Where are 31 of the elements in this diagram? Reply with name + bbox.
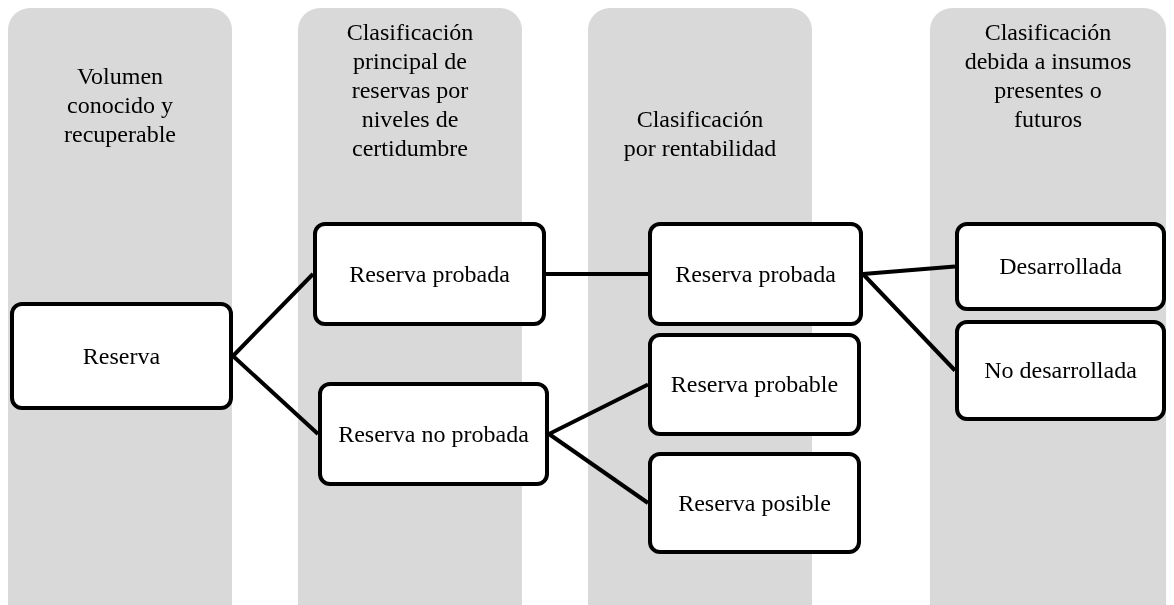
connector-line [546,272,648,276]
box-label: Reserva probada [349,259,510,289]
column-heading: Volumen conocido y recuperable [63,62,177,149]
process-box [313,222,546,326]
column-band [930,8,1166,208]
connector-line [548,382,649,436]
box-label: Reserva posible [678,488,831,518]
process-box [10,302,233,410]
box-label: Reserva [82,341,161,371]
box-label: Desarrollada [999,252,1122,281]
connector-line [862,264,956,276]
connector-line [547,432,650,505]
box-label: Reserva probada [675,259,836,289]
process-box [955,320,1166,421]
connector-line [231,272,315,358]
box-label: Reserva probable [670,370,839,399]
process-box [955,222,1166,311]
column-band [298,8,522,208]
process-box [648,222,863,326]
connector-line [231,354,320,436]
process-box [648,333,861,436]
box-label: Reserva no probada [338,419,529,449]
column-band [588,8,812,208]
column-heading: Clasificación debida a insumos presentes o futuros [963,18,1133,134]
column-heading: Clasificación por rentabilidad [622,105,778,163]
process-box [648,452,861,554]
box-label: No desarrollada [984,356,1137,385]
connector-line [861,272,957,372]
process-box [318,382,549,486]
column-heading: Clasificación principal de reservas por niveles de certidumbre [345,18,475,163]
column-band [8,8,232,208]
